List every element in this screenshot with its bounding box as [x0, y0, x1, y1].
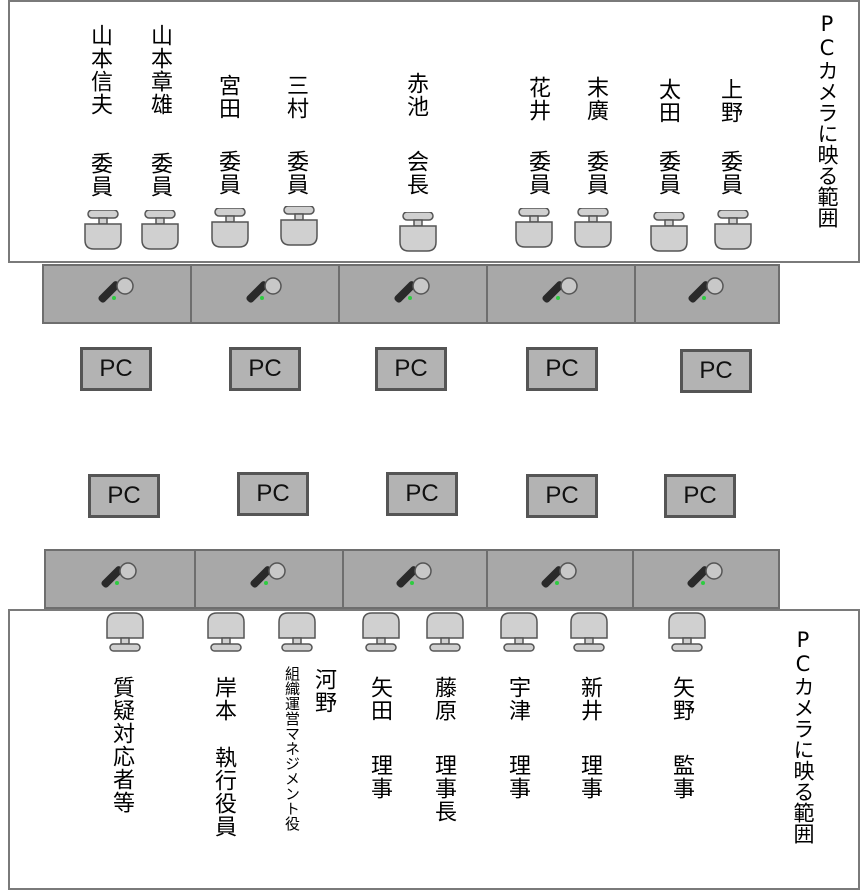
pc-box: PC: [386, 472, 458, 516]
chair-icon: [399, 212, 437, 252]
chair-icon: [141, 210, 179, 250]
member-role: 会長: [403, 150, 428, 196]
chair-icon: [278, 612, 316, 652]
member-name: 末廣: [583, 76, 608, 122]
pc-box: PC: [229, 347, 301, 391]
microphone-icon: [688, 277, 724, 303]
top-camera-area: [8, 0, 860, 263]
member-role: 委員: [525, 150, 550, 196]
member-role: 委員: [215, 150, 240, 196]
member-role: 委員: [655, 150, 680, 196]
member-name: 山本章雄: [147, 24, 172, 116]
member-role: 監事: [669, 754, 694, 800]
chair-icon: [207, 612, 245, 652]
pc-box: PC: [88, 474, 160, 518]
chair-icon: [570, 612, 608, 652]
member-name: 太田: [655, 78, 680, 124]
desk-segment: [190, 264, 340, 324]
member-name: 山本信夫: [87, 24, 112, 116]
desk-segment: [486, 549, 634, 609]
chair-icon: [714, 210, 752, 250]
member-role: 理事: [577, 754, 602, 800]
pc-box: PC: [375, 347, 447, 391]
member-name: 花井: [525, 76, 550, 122]
microphone-icon: [250, 562, 286, 588]
chair-icon: [280, 206, 318, 246]
chair-icon: [650, 212, 688, 252]
chair-icon: [500, 612, 538, 652]
desk-segment: [44, 549, 196, 609]
chair-icon: [574, 208, 612, 248]
bottom-camera-area: [8, 609, 860, 890]
chair-icon: [668, 612, 706, 652]
member-name: 河野: [311, 668, 336, 714]
member-role: 委員: [87, 152, 112, 198]
chair-icon: [515, 208, 553, 248]
desk-segment: [42, 264, 192, 324]
microphone-icon: [541, 562, 577, 588]
member-role: 理事長: [431, 754, 456, 823]
member-name: 上野: [717, 78, 742, 124]
pc-box: PC: [680, 349, 752, 393]
member-name: 新井: [577, 676, 602, 722]
member-role: 理事: [505, 754, 530, 800]
desk-segment: [634, 264, 780, 324]
member-name: 矢野: [669, 676, 694, 722]
microphone-icon: [246, 277, 282, 303]
pc-box: PC: [80, 347, 152, 391]
member-name: 宇津: [505, 676, 530, 722]
member-name: 宮田: [215, 74, 240, 120]
member-name: 岸本: [211, 676, 236, 722]
member-name: 矢田: [367, 676, 392, 722]
member-role: 委員: [283, 150, 308, 196]
microphone-icon: [98, 277, 134, 303]
desk-segment: [632, 549, 780, 609]
member-name: 質疑対応者等: [109, 676, 134, 814]
member-role: 執行役員: [211, 746, 236, 838]
pc-box: PC: [237, 472, 309, 516]
microphone-icon: [687, 562, 723, 588]
member-role: 委員: [147, 152, 172, 198]
desk-segment: [338, 264, 488, 324]
member-role: 委員: [583, 150, 608, 196]
member-name: 赤池: [403, 72, 428, 118]
member-role: 理事: [367, 754, 392, 800]
member-name: 藤原: [431, 676, 456, 722]
chair-icon: [84, 210, 122, 250]
pc-box: PC: [526, 474, 598, 518]
desk-segment: [342, 549, 488, 609]
desk-segment: [194, 549, 344, 609]
microphone-icon: [394, 277, 430, 303]
pc-box: PC: [664, 474, 736, 518]
camera-range-label: PCカメラに映る範囲: [815, 12, 839, 228]
member-role: 委員: [717, 150, 742, 196]
microphone-icon: [101, 562, 137, 588]
member-role: 組織運営マネジメント役: [283, 666, 301, 831]
member-name: 三村: [283, 74, 308, 120]
chair-icon: [426, 612, 464, 652]
chair-icon: [106, 612, 144, 652]
microphone-icon: [542, 277, 578, 303]
microphone-icon: [396, 562, 432, 588]
pc-box: PC: [526, 347, 598, 391]
chair-icon: [362, 612, 400, 652]
camera-range-label: PCカメラに映る範囲: [791, 628, 815, 844]
chair-icon: [211, 208, 249, 248]
desk-segment: [486, 264, 636, 324]
